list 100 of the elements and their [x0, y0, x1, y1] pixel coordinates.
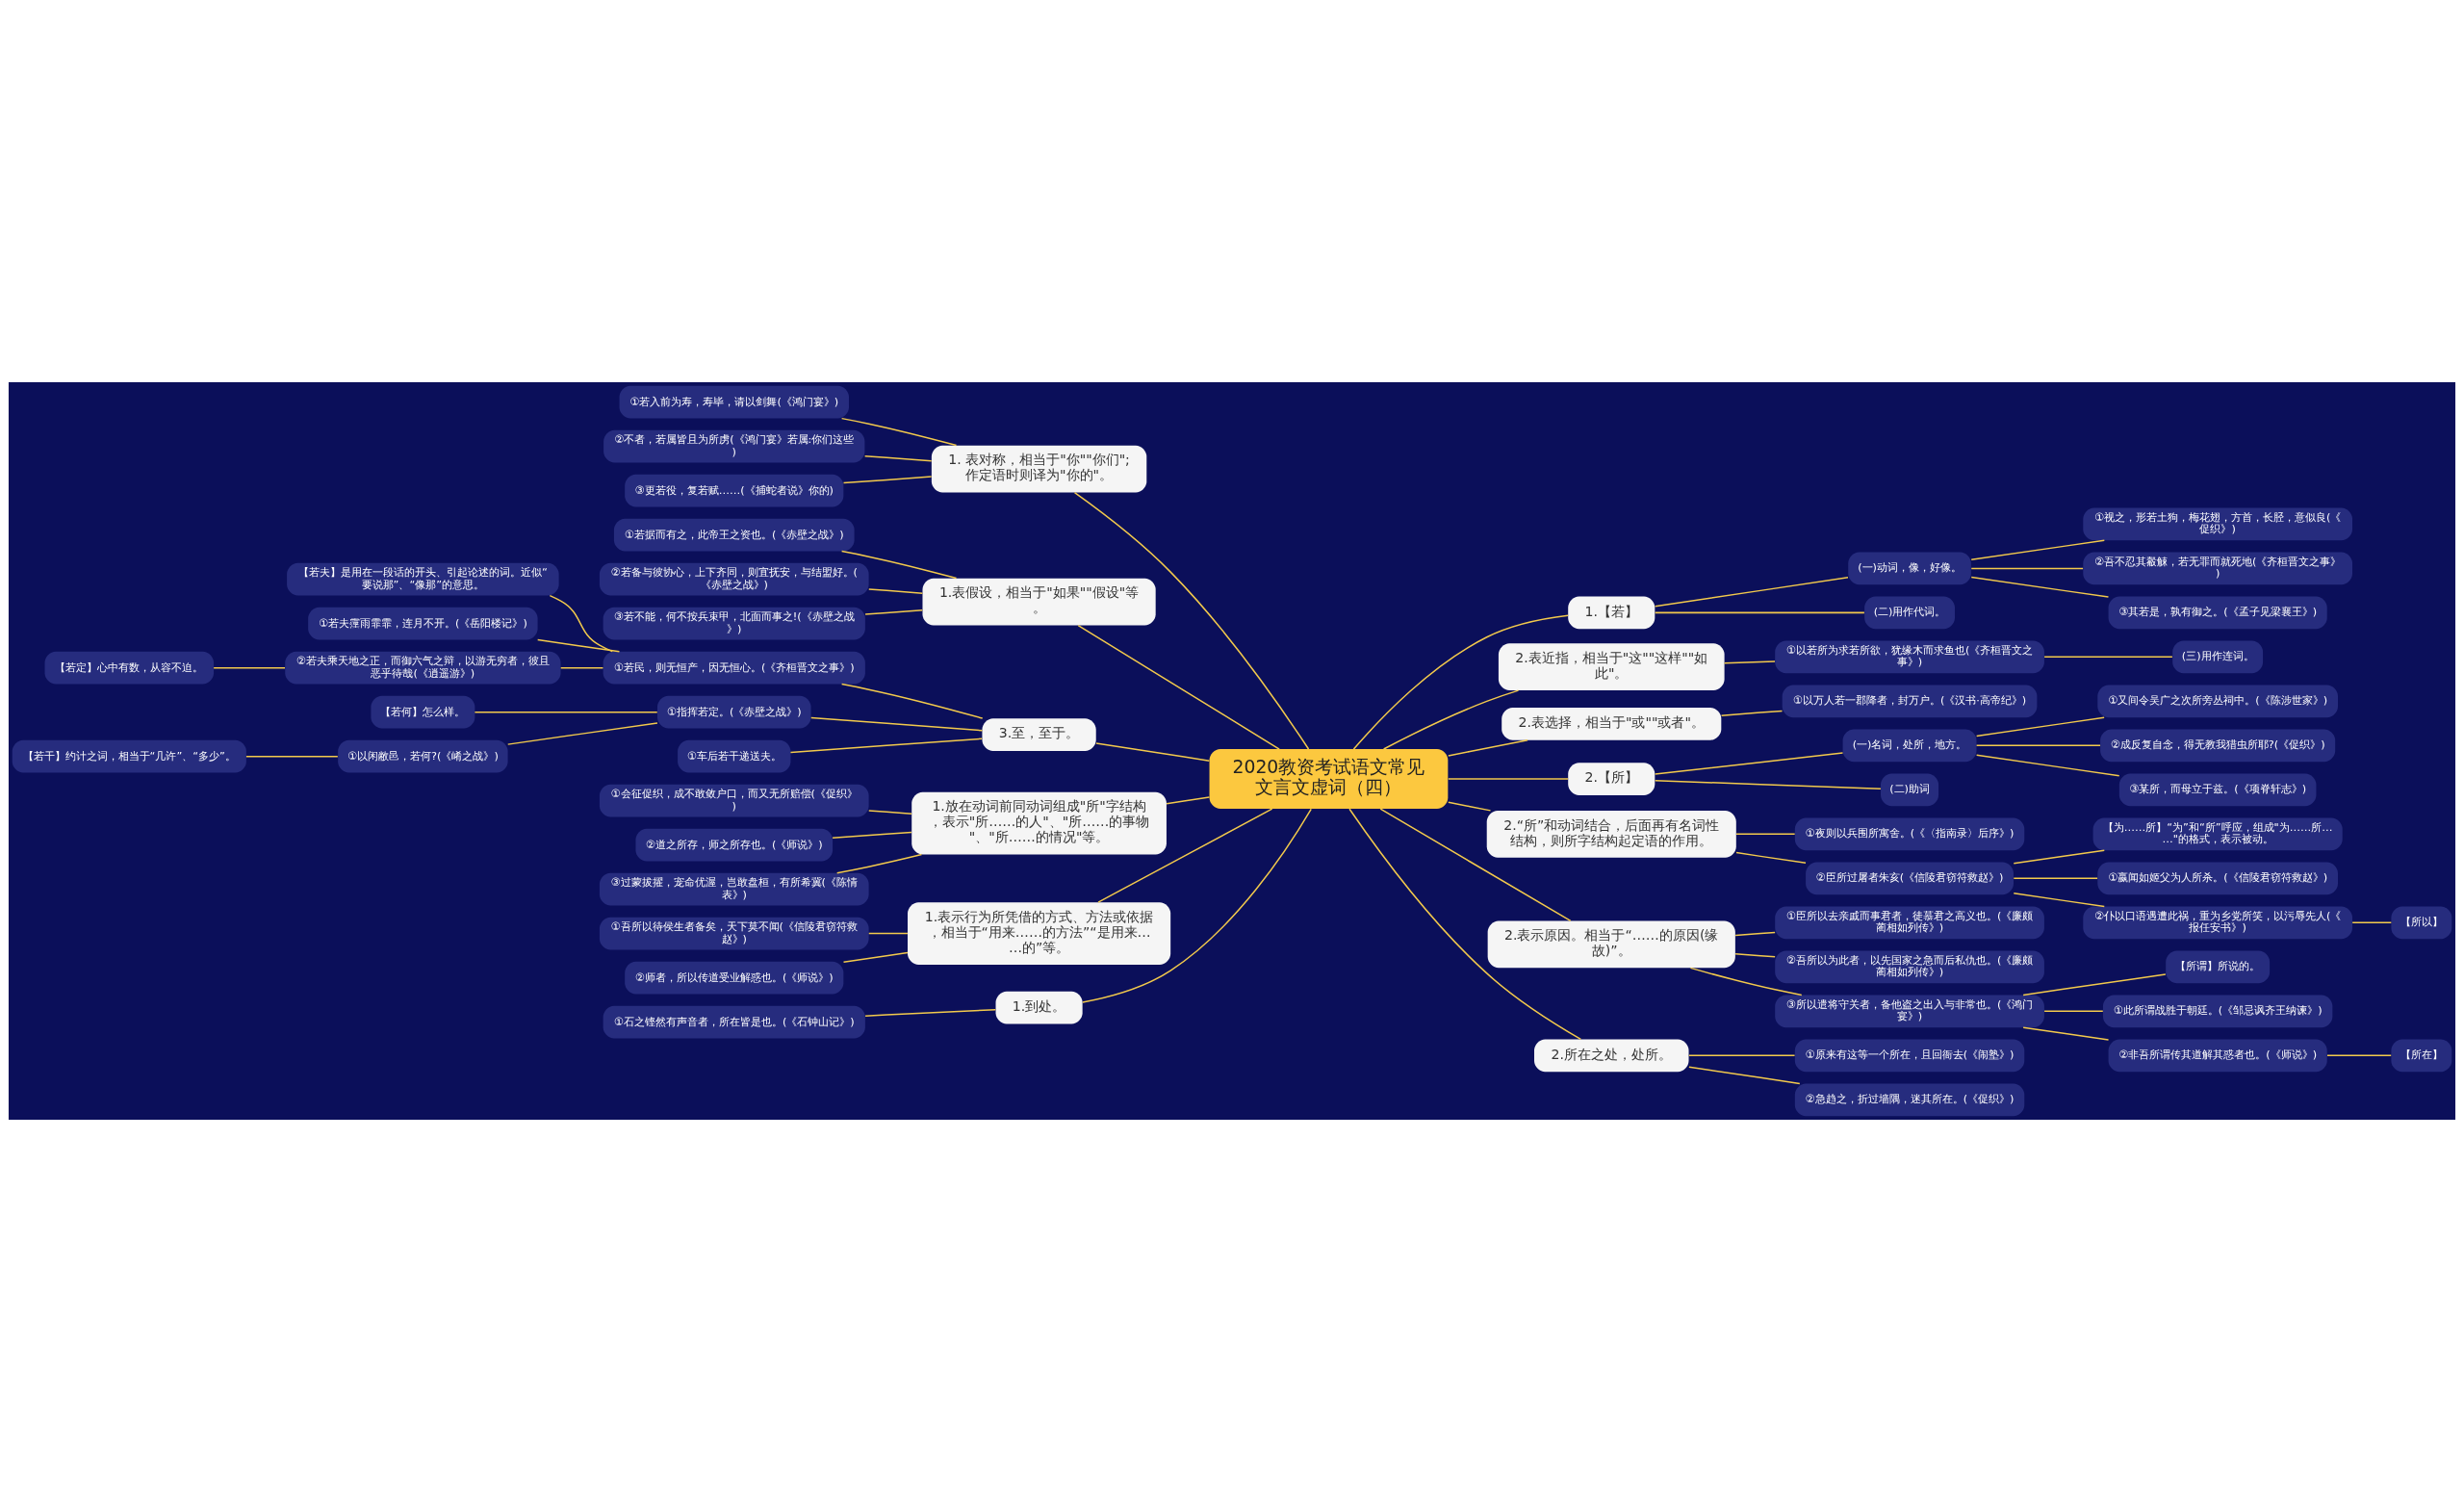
node-box: 2.【所】	[1568, 762, 1656, 795]
node-box: 【所谓】所说的。	[2166, 949, 2271, 983]
connector	[1975, 744, 2101, 746]
connector	[1688, 1054, 1796, 1056]
node-box: ①吾所以待侯生者备矣，天下莫不闻(《信陵君窃符救赵》)	[599, 917, 869, 949]
connector	[1735, 851, 1807, 864]
connector	[1735, 833, 1796, 835]
connector	[2013, 849, 2106, 865]
connector	[1448, 738, 1528, 757]
node-box: ①车后若干递送夫。	[678, 739, 791, 773]
connector	[536, 638, 621, 652]
node-box: ②臣所过屠者朱亥(《信陵君窃符救赵》)	[1806, 861, 2014, 894]
node-box: ①又间令吴广之次所旁丛祠中。(《陈涉世家》)	[2097, 684, 2338, 717]
node-box: 2.所在之处，处所。	[1534, 1038, 1689, 1072]
node-box: ③所以遣将守关者，备他盗之出入与非常也。(《鸿门宴》)	[1775, 994, 2044, 1027]
connector	[1975, 754, 2120, 776]
connector	[835, 853, 923, 873]
node-box: ①视之，形若土狗，梅花翅，方首，长胫，意似良(《促织》)	[2083, 507, 2352, 540]
connector	[1970, 567, 2084, 569]
connector	[1654, 751, 1844, 775]
node-box: (一)名词，处所，地方。	[1842, 728, 1977, 762]
connector	[507, 721, 658, 745]
connector	[842, 475, 933, 483]
connector	[868, 587, 924, 594]
node-box: 2.表示原因。相当于“……的原因(缘故)”。	[1487, 920, 1735, 968]
node-box: ①若据而有之，此帝王之资也。(《赤壁之战》)	[613, 518, 855, 552]
node-box: ②非吾所谓传其道解其惑者也。(《师说》)	[2108, 1038, 2327, 1072]
connector	[1734, 931, 1776, 936]
node-box: 1.表示行为所凭借的方式、方法或依据，相当于“用来……的方法”“是用来……的”等。	[908, 901, 1171, 965]
connector	[868, 809, 912, 815]
node-box: (一)动词，像，好像。	[1848, 552, 1971, 584]
node-box: ②成反复自念，得无教我猎虫所耶?(《促织》)	[2100, 728, 2336, 762]
node-box: (二)用作代词。	[1864, 596, 1955, 629]
node-box: (二)助词	[1881, 772, 1939, 806]
connector	[1688, 1066, 1801, 1084]
node-box: 【所以】	[2391, 905, 2452, 939]
connector	[1970, 576, 2110, 598]
connector	[1448, 777, 1569, 780]
node-box: 【若干】约计之词，相当于“几许”、“多少”。	[12, 739, 246, 773]
node-box: ②师者，所以传道受业解惑也。(《师说》)	[625, 961, 844, 994]
node-box: 2.表选择，相当于"或""或者"。	[1502, 707, 1722, 740]
connector	[832, 831, 912, 839]
node-box: ①臣所以去亲戚而事君者，徒慕君之高义也。(《廉颇蔺相如列传》)	[1775, 905, 2044, 939]
connector	[2022, 1026, 2110, 1041]
connector	[2043, 1010, 2104, 1012]
connector	[1073, 491, 1310, 750]
node-box: ①石之铿然有声音者，所在皆是也。(《石钟山记》)	[603, 1005, 865, 1038]
connector	[2043, 656, 2173, 658]
node-box: ①嬴闻如姬父为人所杀。(《信陵君窃符救赵》)	[2097, 861, 2338, 894]
node-box: ②吾所以为此者，以先国家之急而后私仇也。(《廉颇蔺相如列传》)	[1775, 949, 2044, 983]
connector	[1970, 539, 2106, 560]
connector	[213, 666, 286, 668]
node-box: ①若民，则无恒产，因无恒心。(《齐桓晋文之事》)	[603, 651, 865, 685]
connector	[560, 666, 604, 668]
connector	[864, 608, 923, 615]
node-box: 1.表假设，相当于"如果""假设"等。	[922, 578, 1156, 625]
node-box: 1.到处。	[995, 991, 1083, 1023]
connector	[1975, 716, 2105, 737]
connector	[863, 454, 933, 462]
node-box: ③过蒙拔擢，宠命优渥，岂敢盘桓，有所希冀(《陈情表》)	[599, 872, 869, 905]
connector	[1654, 611, 1865, 613]
connector	[1097, 807, 1273, 903]
connector	[1166, 795, 1211, 805]
node-box: (三)用作连词。	[2172, 640, 2264, 673]
connector	[840, 417, 958, 446]
node-box: ②吾不忍其觳觫，若无罪而就死地(《齐桓晋文之事》)	[2083, 552, 2352, 584]
node-box: ③其若是，孰有御之。(《孟子见梁襄王》)	[2108, 596, 2327, 629]
connector	[1077, 624, 1280, 750]
connector	[245, 755, 339, 757]
node-box: ①此所谓战胜于朝廷。(《邹忌讽齐王纳谏》)	[2102, 994, 2333, 1027]
connector	[1348, 808, 1582, 1040]
node-box: ②若夫乘天地之正，而御六气之辩，以游无穷者，彼且恶乎待哉(《逍遥游》)	[285, 651, 561, 685]
connector	[840, 550, 958, 579]
connector	[840, 683, 984, 719]
connector	[864, 1008, 997, 1017]
node-box: ②道之所存，师之所存也。(《师说》)	[635, 828, 834, 861]
node-box: ①若入前为寿，寿毕，请以剑舞(《鸿门宴》)	[619, 385, 849, 419]
node-box: 2.表近指，相当于"这""这样""如此"。	[1498, 642, 1725, 690]
connector	[474, 711, 658, 712]
node-box: ①原来有这等一个所在，且回衙去(《闹塾》)	[1794, 1038, 2025, 1072]
node-box: 1. 表对称，相当于"你""你们";作定语时则译为"你的"。	[931, 445, 1147, 492]
connector	[1095, 741, 1211, 762]
connector	[2351, 921, 2393, 923]
connector	[1720, 710, 1784, 716]
connector	[1448, 801, 1492, 812]
node-box: ①夜则以兵围所寓舍。(《〈指南录〉后序》)	[1794, 816, 2025, 850]
node-box: 【所在】	[2391, 1038, 2452, 1072]
connector	[1382, 688, 1520, 750]
connector	[1723, 660, 1776, 664]
node-box: ②若备与彼协心，上下齐同，则宜抚安，与结盟好。(《赤壁之战》)	[599, 562, 869, 596]
connector	[868, 932, 909, 934]
node-box: 【若定】心中有数，从容不迫。	[44, 651, 215, 685]
connector	[1654, 779, 1882, 789]
node-box: ③更若役，复若赋……(《捕蛇者说》你的)	[625, 474, 844, 507]
node-box: 【若何】怎么样。	[371, 695, 475, 729]
node-box: ②急趋之，折过墙隅，迷其所在。(《促织》)	[1794, 1082, 2025, 1116]
node-box: 2.“所”和动词结合，后面再有名词性结构，则所字结构起定语的作用。	[1486, 810, 1736, 858]
node-box: ③某所，而母立于兹。(《项脊轩志》)	[2118, 772, 2317, 806]
node-box: ①以闲敝邑，若何?(《崤之战》)	[338, 739, 508, 773]
node-box: 2020教资考试语文常见文言文虚词（四）	[1209, 748, 1449, 809]
